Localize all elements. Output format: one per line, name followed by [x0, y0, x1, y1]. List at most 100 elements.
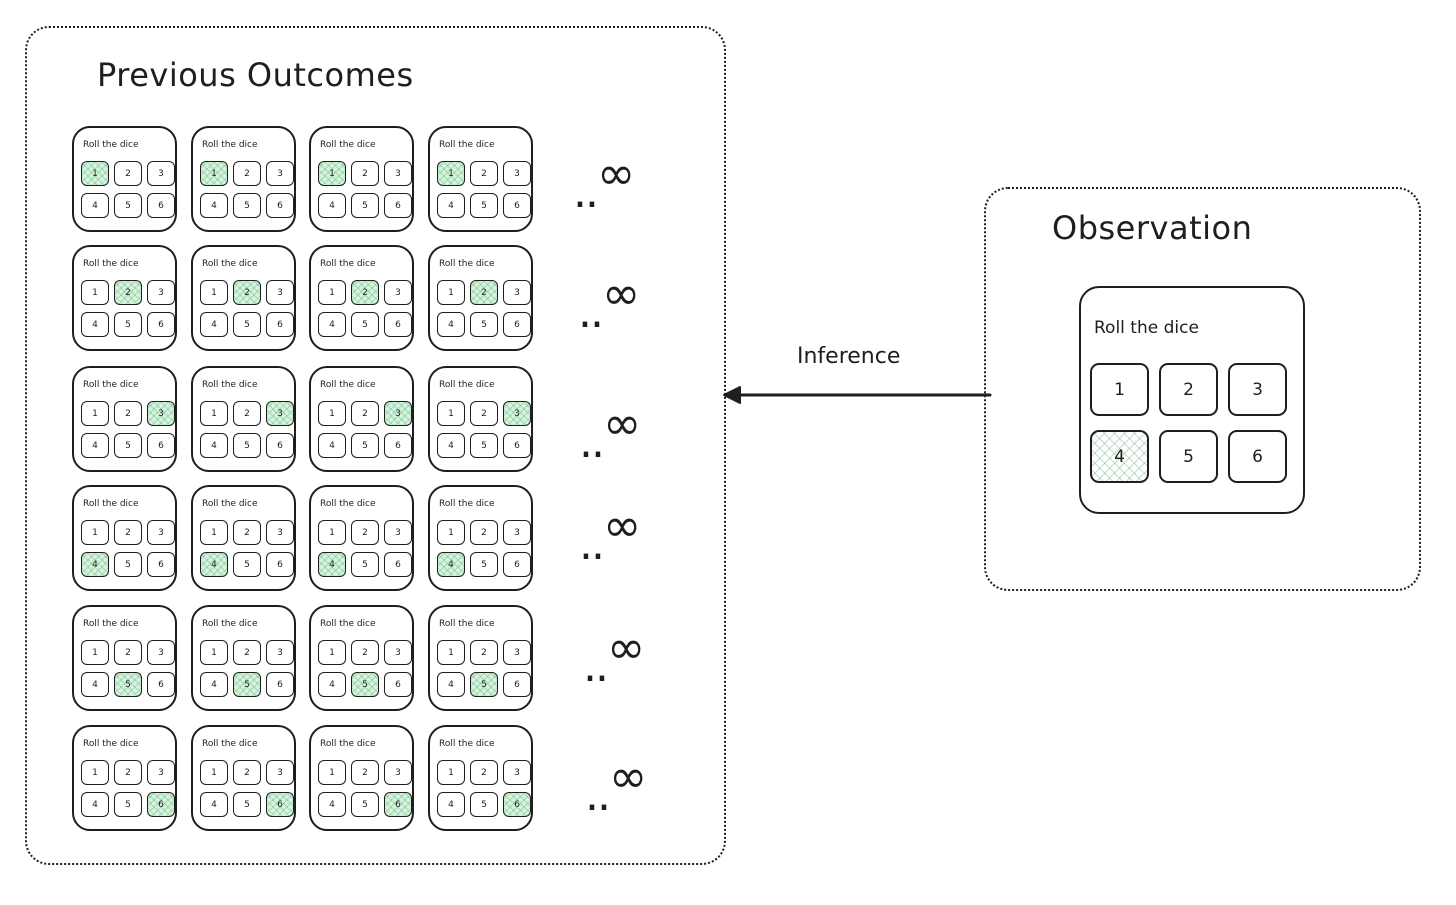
outcome-card-label: Roll the dice — [439, 140, 495, 150]
dice-face-5: 5 — [351, 433, 379, 458]
dice-face-6: 6 — [503, 552, 531, 577]
observation-dice-face-1: 1 — [1090, 363, 1149, 416]
dice-face-6: 6 — [503, 672, 531, 697]
dice-face-6: 6 — [384, 792, 412, 817]
dice-face-4: 4 — [200, 193, 228, 218]
dice-face-6: 6 — [266, 792, 294, 817]
ellipsis-dots: .. — [573, 167, 599, 218]
dice-face-3: 3 — [503, 401, 531, 426]
dice-face-1: 1 — [318, 640, 346, 665]
dice-face-2: 2 — [351, 161, 379, 186]
dice-face-1: 1 — [318, 280, 346, 305]
dice-face-6: 6 — [266, 552, 294, 577]
outcome-card-label: Roll the dice — [439, 380, 495, 390]
dice-face-1: 1 — [200, 401, 228, 426]
ellipsis-dots: .. — [579, 417, 605, 468]
dice-face-1: 1 — [437, 640, 465, 665]
dice-face-4: 4 — [318, 433, 346, 458]
dice-face-3: 3 — [384, 280, 412, 305]
dice-face-1: 1 — [200, 760, 228, 785]
dice-face-2: 2 — [114, 520, 142, 545]
dice-face-5: 5 — [351, 552, 379, 577]
dice-face-3: 3 — [147, 280, 175, 305]
dice-face-1: 1 — [437, 401, 465, 426]
dice-face-5: 5 — [114, 193, 142, 218]
dice-face-3: 3 — [384, 161, 412, 186]
outcome-card-label: Roll the dice — [202, 259, 258, 269]
dice-face-5: 5 — [114, 792, 142, 817]
dice-face-4: 4 — [200, 312, 228, 337]
dice-face-3: 3 — [503, 640, 531, 665]
dice-face-1: 1 — [318, 161, 346, 186]
outcome-card-label: Roll the dice — [439, 499, 495, 509]
dice-face-2: 2 — [470, 760, 498, 785]
dice-face-3: 3 — [266, 401, 294, 426]
dice-face-3: 3 — [503, 760, 531, 785]
outcome-card-label: Roll the dice — [202, 739, 258, 749]
dice-face-5: 5 — [114, 312, 142, 337]
dice-face-5: 5 — [114, 672, 142, 697]
outcome-card-label: Roll the dice — [439, 619, 495, 629]
dice-face-3: 3 — [147, 640, 175, 665]
dice-face-1: 1 — [437, 520, 465, 545]
dice-face-4: 4 — [318, 193, 346, 218]
outcome-card-label: Roll the dice — [83, 140, 139, 150]
dice-face-5: 5 — [114, 433, 142, 458]
dice-face-2: 2 — [233, 640, 261, 665]
dice-face-6: 6 — [147, 193, 175, 218]
dice-face-1: 1 — [81, 640, 109, 665]
observation-dice-face-4: 4 — [1090, 430, 1149, 483]
dice-face-6: 6 — [266, 672, 294, 697]
dice-face-1: 1 — [437, 161, 465, 186]
dice-face-4: 4 — [200, 792, 228, 817]
dice-face-6: 6 — [147, 433, 175, 458]
dice-face-1: 1 — [437, 760, 465, 785]
observation-dice-face-6: 6 — [1228, 430, 1287, 483]
dice-face-1: 1 — [81, 161, 109, 186]
dice-face-5: 5 — [470, 672, 498, 697]
dice-face-4: 4 — [200, 433, 228, 458]
infinity-icon: ∞ — [596, 146, 636, 200]
dice-face-4: 4 — [437, 193, 465, 218]
dice-face-5: 5 — [233, 792, 261, 817]
dice-face-3: 3 — [266, 640, 294, 665]
outcome-card-label: Roll the dice — [83, 619, 139, 629]
dice-face-2: 2 — [233, 280, 261, 305]
dice-face-5: 5 — [233, 552, 261, 577]
infinity-continuation: ..∞ — [573, 150, 635, 216]
infinity-continuation: ..∞ — [578, 270, 640, 336]
ellipsis-dots: .. — [585, 770, 611, 821]
dice-face-6: 6 — [147, 792, 175, 817]
dice-face-3: 3 — [384, 640, 412, 665]
dice-face-6: 6 — [503, 792, 531, 817]
dice-face-5: 5 — [351, 312, 379, 337]
dice-face-3: 3 — [147, 520, 175, 545]
outcome-card-label: Roll the dice — [202, 499, 258, 509]
infinity-icon: ∞ — [606, 620, 646, 674]
dice-face-6: 6 — [384, 193, 412, 218]
dice-face-3: 3 — [147, 760, 175, 785]
dice-face-3: 3 — [384, 760, 412, 785]
dice-face-6: 6 — [147, 552, 175, 577]
dice-face-2: 2 — [470, 401, 498, 426]
dice-face-3: 3 — [503, 280, 531, 305]
